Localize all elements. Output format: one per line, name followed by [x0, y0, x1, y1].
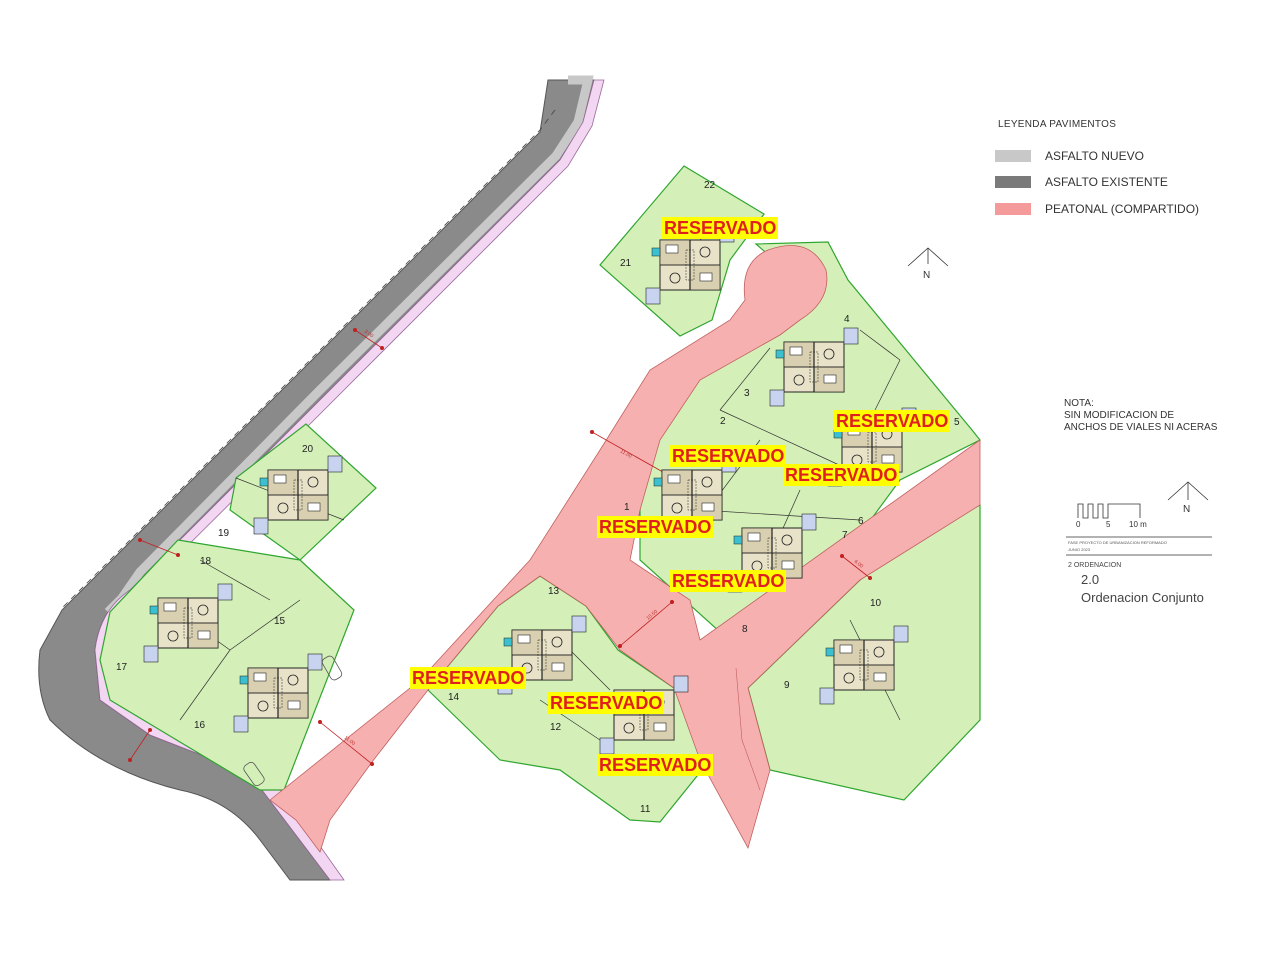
note-block: NOTA: SIN MODIFICACION DE ANCHOS DE VIAL…: [1064, 398, 1217, 434]
sheet-date-line: JUNIO 2023: [1068, 547, 1091, 552]
note-line-1: SIN MODIFICACION DE: [1064, 410, 1175, 421]
lot-number-14: 14: [448, 692, 460, 703]
lot-number-18: 18: [200, 556, 212, 567]
lot-number-9: 9: [784, 680, 790, 691]
sheet-title: Ordenacion Conjunto: [1081, 590, 1204, 605]
lot-number-10: 10: [870, 598, 882, 609]
scale-tick-5: 5: [1106, 520, 1111, 529]
lot-number-2: 2: [720, 416, 726, 427]
reserved-tag-lot-11: RESERVADO: [597, 754, 714, 776]
lot-number-15: 15: [274, 616, 286, 627]
dim-road-d: 6.00: [853, 559, 865, 570]
lot-number-4: 4: [844, 314, 850, 325]
legend-item-new-asphalt: ASFALTO NUEVO: [995, 149, 1144, 163]
note-heading: NOTA:: [1064, 398, 1094, 409]
lot-number-11: 11: [640, 804, 651, 815]
lot-numbers: 1 2 3 4 5 6 7 8 9 10 11 12 13 14 15 16 1…: [116, 180, 960, 815]
pedestrian-road: [269, 245, 981, 853]
sheet-subtitle: 2 ORDENACION: [1068, 562, 1122, 569]
legend-item-pedestrian: PEATONAL (COMPARTIDO): [995, 202, 1199, 216]
legend-label-pedestrian: PEATONAL (COMPARTIDO): [1045, 202, 1200, 216]
scale-tick-0: 0: [1076, 520, 1081, 529]
lot-number-17: 17: [116, 662, 128, 673]
lot-number-12: 12: [550, 722, 562, 733]
reserved-tag-lot-8: RESERVADO: [670, 570, 787, 592]
legend-title: LEYENDA PAVIMENTOS: [998, 119, 1117, 130]
legend-swatch-pedestrian: [995, 203, 1031, 215]
lot-number-6: 6: [858, 516, 864, 527]
legend-swatch-new-asphalt: [995, 150, 1031, 162]
reserved-tag-lot-14: RESERVADO: [410, 667, 527, 689]
scale-bar: [1066, 503, 1212, 556]
lot-number-3: 3: [744, 388, 750, 399]
reserved-tag-lot-2: RESERVADO: [670, 445, 787, 467]
legend-item-existing-asphalt: ASFALTO EXISTENTE: [995, 175, 1168, 189]
lot-number-20: 20: [302, 444, 314, 455]
north-arrow-sheet: [1167, 481, 1209, 501]
north-label-map: N: [923, 270, 930, 281]
legend-swatch-existing-asphalt: [995, 176, 1031, 188]
reserved-tag-lot-12: RESERVADO: [548, 692, 665, 714]
lot-number-21: 21: [620, 258, 632, 269]
north-label-sheet: N: [1183, 504, 1190, 515]
lot-number-13: 13: [548, 586, 560, 597]
note-line-2: ANCHOS DE VIALES NI ACERAS: [1064, 422, 1218, 433]
lot-number-16: 16: [194, 720, 206, 731]
lot-number-22: 22: [704, 180, 716, 191]
lot-number-5: 5: [954, 417, 960, 428]
lot-number-1: 1: [624, 502, 630, 513]
reserved-tag-lot-5: RESERVADO: [834, 410, 951, 432]
reserved-tag-lot-1: RESERVADO: [597, 516, 714, 538]
lot-number-8: 8: [742, 624, 748, 635]
lot-number-7: 7: [842, 530, 848, 541]
sheet-number: 2.0: [1081, 572, 1100, 587]
scale-tick-10: 10 m: [1129, 520, 1147, 529]
legend-label-existing-asphalt: ASFALTO EXISTENTE: [1045, 175, 1168, 189]
lot-number-19: 19: [218, 528, 230, 539]
dim-road-e: 3.00: [363, 329, 375, 340]
north-arrow-map: [907, 247, 949, 267]
legend-label-new-asphalt: ASFALTO NUEVO: [1045, 149, 1144, 163]
reserved-tag-lot-6: RESERVADO: [783, 464, 900, 486]
reserved-tag-lot-21: RESERVADO: [662, 217, 779, 239]
sheet-project-line: FASE PROYECTO DE URBANIZACION REFORMADO: [1068, 540, 1167, 545]
dim-road-a: 11.00: [619, 449, 633, 460]
